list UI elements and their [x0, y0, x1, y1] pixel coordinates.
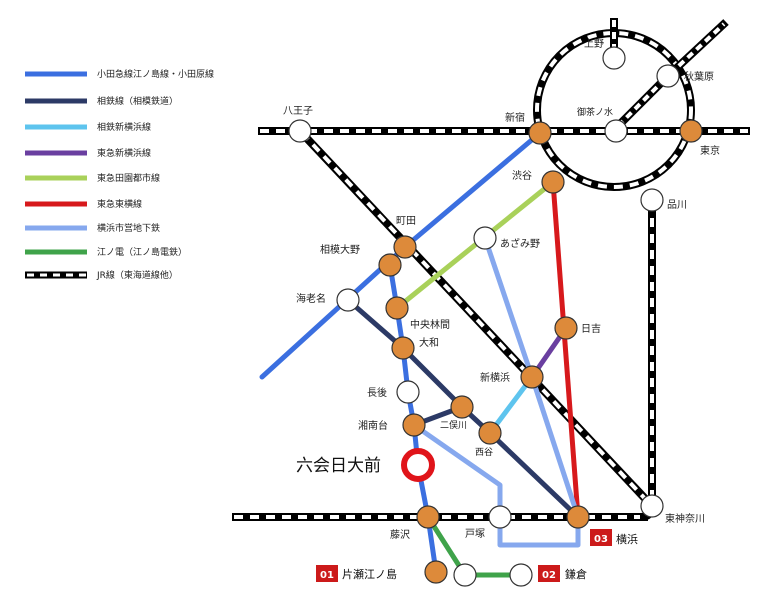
station-katasenoshima[interactable] — [424, 560, 448, 584]
legend-label-subway: 横浜市営地下鉄 — [97, 222, 160, 234]
station-hachioji[interactable] — [288, 119, 312, 143]
station-labels: 上野 秋葉原 御茶ノ水 新宿 東京 八王子 渋谷 品川 町田 相模大野 あざみ野… — [283, 38, 720, 541]
label-fujisawa: 藤沢 — [390, 528, 410, 541]
line-toyoko — [550, 179, 581, 520]
label-tokyo: 東京 — [700, 144, 720, 157]
label-shibuya: 渋谷 — [512, 169, 532, 182]
label-akihabara: 秋葉原 — [684, 70, 714, 83]
station-kamakura[interactable] — [509, 563, 533, 587]
station-futamatagawa[interactable] — [450, 395, 474, 419]
label-nishiya: 西谷 — [475, 447, 493, 458]
terminal-02[interactable]: 02 鎌倉 — [538, 565, 587, 582]
terminal-01-badge — [316, 565, 338, 582]
station-yamato[interactable] — [391, 336, 415, 360]
label-totsuka: 戸塚 — [465, 528, 485, 540]
label-shonandai: 湘南台 — [358, 419, 388, 432]
station-azamino[interactable] — [473, 226, 497, 250]
line-denentoshi — [394, 179, 556, 311]
terminal-03-station: 横浜 — [616, 532, 638, 546]
station-shinagawa[interactable] — [640, 188, 664, 212]
terminal-02-badge — [538, 565, 560, 582]
station-machida[interactable] — [393, 235, 417, 259]
station-ochanomizu[interactable] — [604, 119, 628, 143]
legend-label-enoden: 江ノ電（江ノ島電鉄） — [97, 246, 187, 258]
label-azamino: あざみ野 — [500, 237, 540, 250]
legend-label-odakyu: 小田急線江ノ島線・小田原線 — [97, 68, 214, 80]
label-higashikanagawa: 東神奈川 — [665, 512, 705, 525]
terminal-03-badge — [590, 529, 612, 546]
label-shinagawa: 品川 — [667, 199, 687, 211]
terminal-01[interactable]: 01 片瀬江ノ島 — [316, 565, 397, 582]
label-yamato: 大和 — [419, 336, 439, 349]
jr-sobu-diagonal — [613, 73, 671, 131]
label-ochanomizu: 御茶ノ水 — [577, 106, 613, 118]
destination-label: 六会日大前 — [296, 456, 381, 476]
label-machida: 町田 — [396, 216, 416, 227]
legend-label-denentoshi: 東急田園都市線 — [97, 172, 160, 184]
legend-label-sotetsu: 相鉄線（相模鉄道） — [97, 95, 178, 107]
label-chogo: 長後 — [367, 386, 387, 399]
station-yokohama[interactable] — [566, 505, 590, 529]
label-futamatagawa: 二俣川 — [440, 419, 467, 431]
legend-label-toyoko: 東急東横線 — [97, 198, 142, 210]
label-ueno: 上野 — [584, 38, 604, 50]
terminal-01-number: 01 — [320, 570, 334, 581]
label-shinjuku: 新宿 — [505, 111, 525, 124]
station-shonandai[interactable] — [402, 413, 426, 437]
label-shinyokohama: 新横浜 — [480, 371, 510, 384]
station-tokyo[interactable] — [679, 119, 703, 143]
station-sagamiono[interactable] — [378, 253, 402, 277]
terminal-02-station: 鎌倉 — [565, 567, 587, 581]
label-sagamiono: 相模大野 — [320, 243, 360, 256]
terminal-02-number: 02 — [542, 570, 556, 581]
station-hiyoshi[interactable] — [554, 316, 578, 340]
legend-label-sotetsu-shinyokohama: 相鉄新横浜線 — [97, 121, 151, 133]
terminal-03-number: 03 — [594, 534, 608, 545]
stations — [288, 46, 703, 587]
station-chogo[interactable] — [396, 380, 420, 404]
station-ebina[interactable] — [336, 288, 360, 312]
station-shibuya[interactable] — [541, 170, 565, 194]
station-ueno[interactable] — [602, 46, 626, 70]
label-hiyoshi: 日吉 — [581, 323, 601, 335]
station-shinjuku[interactable] — [528, 121, 552, 145]
jr-lines — [232, 18, 750, 521]
station-higashikanagawa[interactable] — [640, 494, 664, 518]
station-fujisawa[interactable] — [416, 505, 440, 529]
terminal-01-station: 片瀬江ノ島 — [342, 567, 397, 581]
line-sotetsu-shinyokohama — [487, 374, 535, 436]
station-chuorinkan[interactable] — [385, 296, 409, 320]
terminal-03[interactable]: 03 横浜 — [590, 529, 638, 546]
label-ebina: 海老名 — [296, 292, 326, 305]
station-shinyokohama[interactable] — [520, 365, 544, 389]
label-chuorinkan: 中央林間 — [410, 318, 450, 331]
station-enoden-mid[interactable] — [453, 563, 477, 587]
label-hachioji: 八王子 — [283, 105, 313, 117]
legend: 小田急線江ノ島線・小田原線 相鉄線（相模鉄道） 相鉄新横浜線 東急新横浜線 東急… — [25, 68, 214, 281]
station-akihabara[interactable] — [656, 64, 680, 88]
station-nishiya[interactable] — [478, 421, 502, 445]
destination-marker[interactable] — [401, 448, 435, 482]
legend-label-tokyu-shinyokohama: 東急新横浜線 — [97, 147, 151, 159]
station-totsuka[interactable] — [488, 505, 512, 529]
legend-label-jr: JR線（東海道線他） — [96, 269, 178, 281]
